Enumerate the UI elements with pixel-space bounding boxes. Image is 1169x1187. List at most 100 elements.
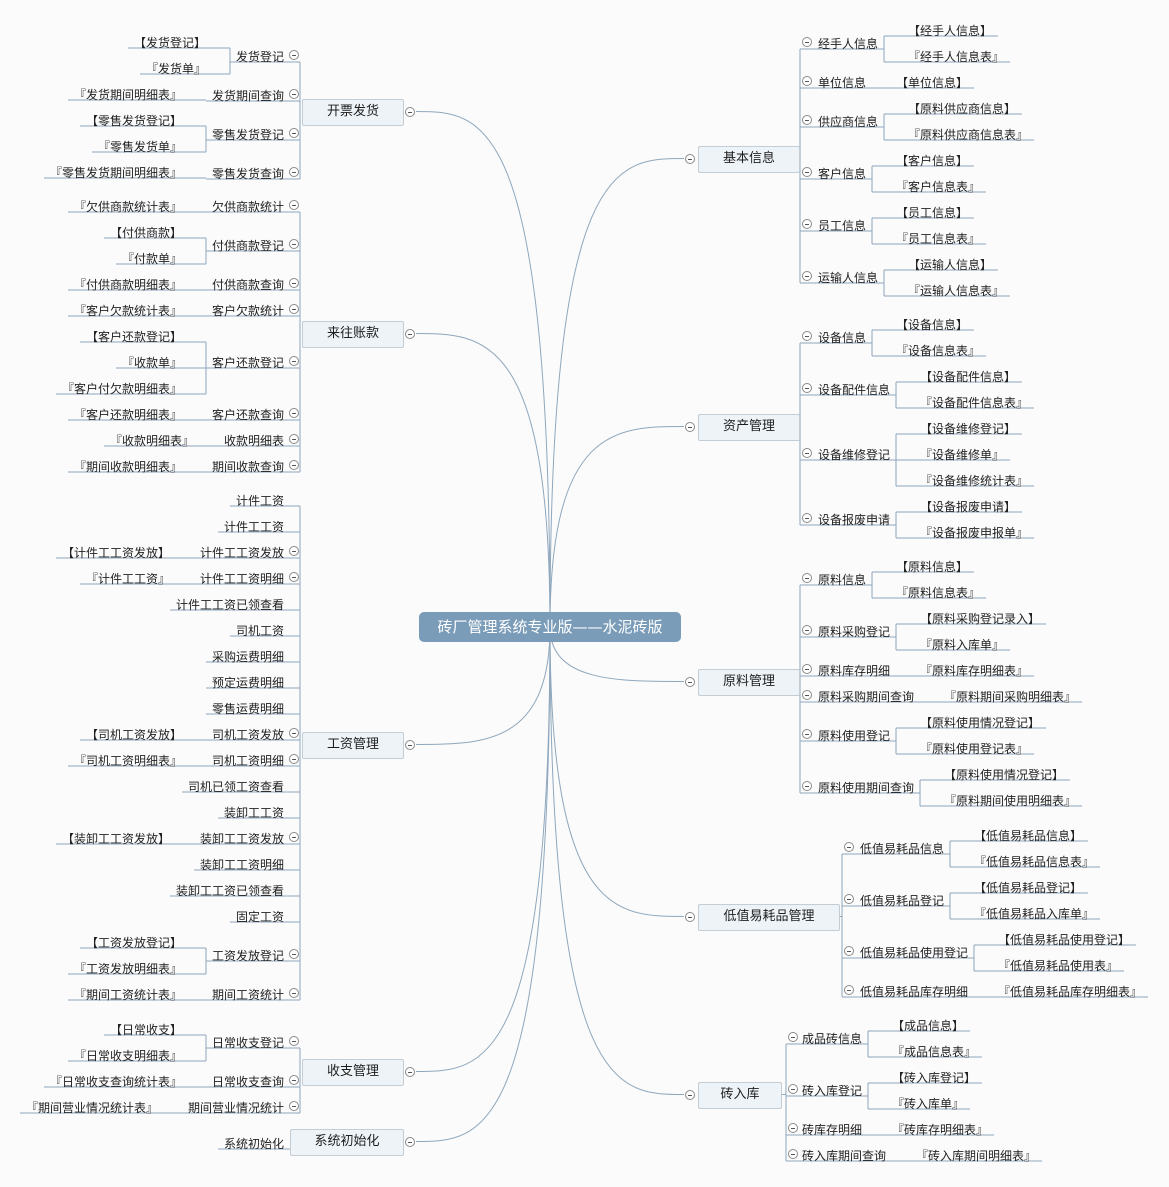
right-2-item-0-leaf-1[interactable]: 『原料信息表』 [896, 586, 981, 600]
left-0-item-3[interactable]: 零售发货查询 [212, 167, 285, 181]
left-1-item-0-collapse-icon[interactable] [289, 200, 299, 210]
right-1-item-3-leaf-1[interactable]: 『设备报废申报单』 [920, 526, 1029, 540]
right-0-item-3[interactable]: 客户信息 [818, 167, 867, 181]
left-topic-0[interactable]: 开票发货 [302, 99, 404, 126]
right-topic-0-collapse-icon[interactable] [685, 153, 695, 164]
right-4-item-3[interactable]: 砖入库期间查询 [802, 1149, 887, 1163]
left-2-item-15[interactable]: 装卸工工资已领查看 [176, 884, 285, 898]
right-2-item-4-collapse-icon[interactable] [802, 729, 812, 739]
left-2-item-12[interactable]: 装卸工工资 [224, 806, 285, 820]
right-2-item-0-collapse-icon[interactable] [802, 573, 812, 583]
left-0-item-2[interactable]: 零售发货登记 [212, 128, 285, 142]
left-2-item-11[interactable]: 司机已领工资查看 [188, 780, 285, 794]
right-1-item-3-collapse-icon[interactable] [802, 513, 812, 523]
left-2-item-10-collapse-icon[interactable] [289, 754, 299, 764]
right-0-item-1-collapse-icon[interactable] [802, 76, 812, 86]
left-2-item-5[interactable]: 司机工资 [236, 624, 285, 638]
right-4-item-1-leaf-0[interactable]: 【砖入库登记】 [892, 1071, 977, 1085]
right-4-item-1-leaf-1[interactable]: 『砖入库单』 [892, 1097, 965, 1111]
right-4-item-0-leaf-0[interactable]: 【成品信息】 [892, 1019, 965, 1033]
left-1-item-6-collapse-icon[interactable] [289, 434, 299, 444]
left-3-item-0-leaf-1[interactable]: 『日常收支明细表』 [74, 1049, 183, 1063]
right-0-item-0-leaf-0[interactable]: 【经手人信息】 [908, 24, 993, 38]
right-3-item-2-collapse-icon[interactable] [844, 946, 854, 956]
right-3-item-0-leaf-1[interactable]: 『低值易耗品信息表』 [974, 855, 1095, 869]
right-1-item-1-leaf-1[interactable]: 『设备配件信息表』 [920, 396, 1029, 410]
right-4-item-2[interactable]: 砖库存明细 [802, 1123, 863, 1137]
right-4-item-0[interactable]: 成品砖信息 [802, 1032, 863, 1046]
right-topic-0[interactable]: 基本信息 [698, 146, 800, 173]
right-2-item-5-collapse-icon[interactable] [802, 781, 812, 791]
left-3-item-1[interactable]: 日常收支查询 [212, 1075, 285, 1089]
right-2-item-1-collapse-icon[interactable] [802, 625, 812, 635]
left-2-item-3-collapse-icon[interactable] [289, 572, 299, 582]
right-1-item-2-leaf-1[interactable]: 『设备维修单』 [920, 448, 1005, 462]
left-1-item-4-leaf-2[interactable]: 『客户付欠款明细表』 [62, 382, 183, 396]
left-1-item-2-collapse-icon[interactable] [289, 278, 299, 288]
left-1-item-3-collapse-icon[interactable] [289, 304, 299, 314]
right-0-item-1-leaf-0[interactable]: 【单位信息】 [896, 76, 969, 90]
right-1-item-2-collapse-icon[interactable] [802, 448, 812, 458]
left-3-item-0-collapse-icon[interactable] [289, 1036, 299, 1046]
right-3-item-2[interactable]: 低值易耗品使用登记 [860, 946, 969, 960]
right-topic-2-collapse-icon[interactable] [685, 676, 695, 687]
right-3-item-3[interactable]: 低值易耗品库存明细 [860, 985, 969, 999]
right-0-item-0-leaf-1[interactable]: 『经手人信息表』 [908, 50, 1005, 64]
right-2-item-5-leaf-1[interactable]: 『原料期间使用明细表』 [944, 794, 1077, 808]
left-0-item-1-collapse-icon[interactable] [289, 89, 299, 99]
right-0-item-4-collapse-icon[interactable] [802, 219, 812, 229]
right-2-item-4[interactable]: 原料使用登记 [818, 729, 891, 743]
right-2-item-0-leaf-0[interactable]: 【原料信息】 [896, 560, 969, 574]
left-0-item-1-leaf-0[interactable]: 『发货期间明细表』 [74, 88, 183, 102]
left-1-item-4[interactable]: 客户还款登记 [212, 356, 285, 370]
right-3-item-2-leaf-0[interactable]: 【低值易耗品使用登记】 [998, 933, 1131, 947]
right-topic-1-collapse-icon[interactable] [685, 421, 695, 432]
right-2-item-1-leaf-0[interactable]: 【原料采购登记录入】 [920, 612, 1041, 626]
left-topic-3-collapse-icon[interactable] [405, 1066, 415, 1077]
left-2-item-0[interactable]: 计件工资 [236, 494, 285, 508]
right-2-item-5[interactable]: 原料使用期间查询 [818, 781, 915, 795]
left-1-item-7-leaf-0[interactable]: 『期间收款明细表』 [74, 460, 183, 474]
left-2-item-18-leaf-0[interactable]: 『期间工资统计表』 [74, 988, 183, 1002]
left-2-item-8[interactable]: 零售运费明细 [212, 702, 285, 716]
left-2-item-14[interactable]: 装卸工工资明细 [200, 858, 285, 872]
root-topic[interactable]: 砖厂管理系统专业版——水泥砖版 [419, 612, 681, 642]
left-3-item-1-collapse-icon[interactable] [289, 1075, 299, 1085]
left-1-item-5-leaf-0[interactable]: 『客户还款明细表』 [74, 408, 183, 422]
right-0-item-3-leaf-1[interactable]: 『客户信息表』 [896, 180, 981, 194]
right-topic-3-collapse-icon[interactable] [685, 911, 695, 922]
left-0-item-3-leaf-0[interactable]: 『零售发货期间明细表』 [50, 166, 183, 180]
right-2-item-2[interactable]: 原料库存明细 [818, 664, 891, 678]
left-1-item-4-leaf-1[interactable]: 『收款单』 [122, 356, 183, 370]
left-1-item-0-leaf-0[interactable]: 『欠供商款统计表』 [74, 200, 183, 214]
right-3-item-2-leaf-1[interactable]: 『低值易耗品使用表』 [998, 959, 1119, 973]
right-0-item-0[interactable]: 经手人信息 [818, 37, 879, 51]
right-1-item-2-leaf-2[interactable]: 『设备维修统计表』 [920, 474, 1029, 488]
right-4-item-2-collapse-icon[interactable] [788, 1123, 798, 1133]
left-1-item-7-collapse-icon[interactable] [289, 460, 299, 470]
right-1-item-3-leaf-0[interactable]: 【设备报废申请】 [920, 500, 1017, 514]
right-4-item-2-leaf-0[interactable]: 『砖库存明细表』 [892, 1123, 989, 1137]
right-4-item-1-collapse-icon[interactable] [788, 1084, 798, 1094]
right-4-item-1[interactable]: 砖入库登记 [802, 1084, 863, 1098]
right-0-item-3-collapse-icon[interactable] [802, 167, 812, 177]
left-1-item-5-collapse-icon[interactable] [289, 408, 299, 418]
left-1-item-5[interactable]: 客户还款查询 [212, 408, 285, 422]
left-2-item-1[interactable]: 计件工工资 [224, 520, 285, 534]
left-2-item-17-leaf-0[interactable]: 【工资发放登记】 [86, 936, 183, 950]
right-1-item-1-collapse-icon[interactable] [802, 383, 812, 393]
left-2-item-9-collapse-icon[interactable] [289, 728, 299, 738]
left-1-item-1[interactable]: 付供商款登记 [212, 239, 285, 253]
left-3-item-1-leaf-0[interactable]: 『日常收支查询统计表』 [50, 1075, 183, 1089]
left-2-item-13[interactable]: 装卸工工资发放 [200, 832, 285, 846]
right-2-item-4-leaf-0[interactable]: 【原料使用情况登记】 [920, 716, 1041, 730]
left-1-item-1-collapse-icon[interactable] [289, 239, 299, 249]
left-0-item-0-leaf-1[interactable]: 『发货单』 [146, 62, 207, 76]
left-topic-0-collapse-icon[interactable] [405, 106, 415, 117]
right-topic-4[interactable]: 砖入库 [698, 1082, 782, 1109]
right-3-item-3-collapse-icon[interactable] [844, 985, 854, 995]
left-2-item-16[interactable]: 固定工资 [236, 910, 285, 924]
right-2-item-3-collapse-icon[interactable] [802, 690, 812, 700]
left-0-item-0-collapse-icon[interactable] [289, 50, 299, 60]
right-1-item-0[interactable]: 设备信息 [818, 331, 867, 345]
